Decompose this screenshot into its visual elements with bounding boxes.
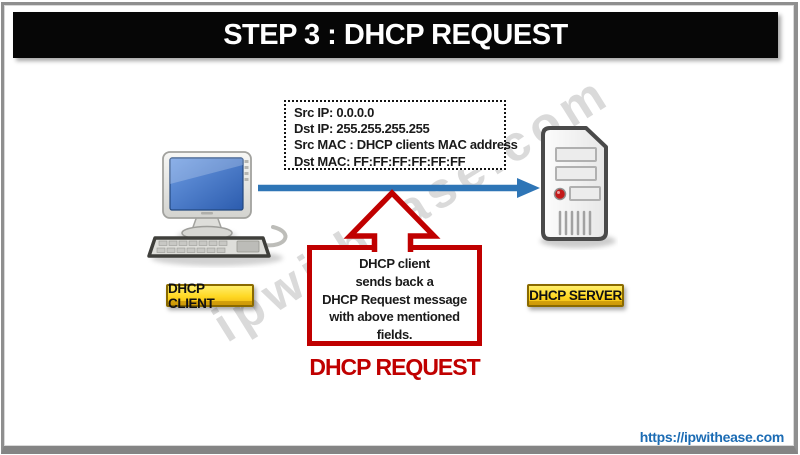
desktop-computer-icon: [147, 151, 288, 266]
server-tower-icon: [540, 126, 616, 248]
message-line: fields.: [376, 327, 413, 343]
message-line: sends back a: [355, 273, 434, 289]
caption-dhcp-request: DHCP REQUEST: [309, 354, 480, 380]
message-line: with above mentioned: [329, 309, 460, 325]
client-label-text: DHCP CLIENT: [168, 280, 215, 311]
page-title: STEP 3 : DHCP REQUEST: [223, 18, 568, 51]
message-box: DHCP client sends back a DHCP Request me…: [307, 245, 482, 346]
packet-line-dst-ip: Dst IP: 255.255.255.255: [294, 121, 430, 137]
packet-line-src-ip: Src IP: 0.0.0.0: [294, 105, 375, 120]
server-label-text: DHCP SERVER: [529, 288, 622, 303]
packet-line-src-mac: Src MAC : DHCP clients MAC address: [294, 137, 518, 153]
client-label: DHCP CLIENT: [166, 281, 254, 311]
server-label: DHCP SERVER: [527, 284, 624, 307]
packet-line-dst-mac: Dst MAC: FF:FF:FF:FF:FF:FF: [294, 153, 466, 169]
message-line: DHCP client: [359, 256, 430, 271]
message-line: DHCP Request message: [322, 291, 467, 307]
packet-info-box: Src IP: 0.0.0.0 Dst IP: 255.255.255.255 …: [284, 100, 518, 170]
header-bar: STEP 3 : DHCP REQUEST: [13, 12, 778, 58]
footer-website-link[interactable]: https://ipwithease.com: [639, 429, 785, 445]
server-led: [553, 187, 567, 201]
